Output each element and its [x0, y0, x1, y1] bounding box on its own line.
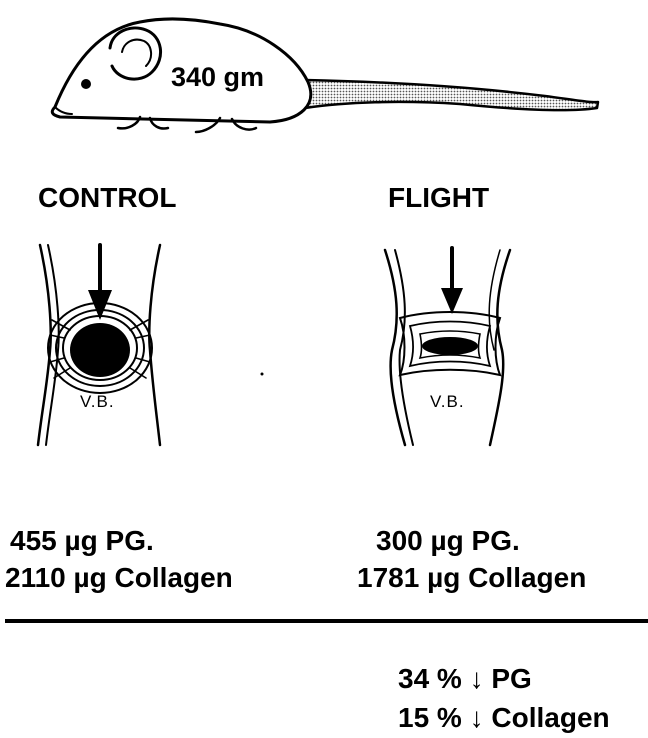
rat-eye [81, 79, 91, 89]
flight-nucleus [422, 337, 478, 355]
control-collagen-value: 2110 µg Collagen [5, 562, 233, 594]
rat-weight-label: 340 gm [171, 62, 264, 93]
control-pg-value: 455 µg PG. [10, 525, 154, 557]
rat-illustration [52, 19, 598, 132]
flight-collagen-value: 1781 µg Collagen [357, 562, 586, 594]
flight-vb-label: V.B. [430, 392, 465, 412]
flight-spine-diagram [385, 248, 510, 445]
flight-pg-value: 300 µg PG. [376, 525, 520, 557]
flight-arrow-head [441, 288, 463, 314]
control-spine-diagram [38, 245, 160, 445]
flight-heading: FLIGHT [388, 182, 489, 214]
rat-tail [305, 80, 598, 110]
control-nucleus [70, 323, 130, 377]
control-vb-label: V.B. [80, 392, 115, 412]
control-arrow-head [88, 290, 112, 320]
summary-collagen-change: 15 % ↓ Collagen [398, 702, 610, 734]
control-heading: CONTROL [38, 182, 176, 214]
summary-pg-change: 34 % ↓ PG [398, 663, 532, 695]
rat-ear [110, 28, 161, 79]
